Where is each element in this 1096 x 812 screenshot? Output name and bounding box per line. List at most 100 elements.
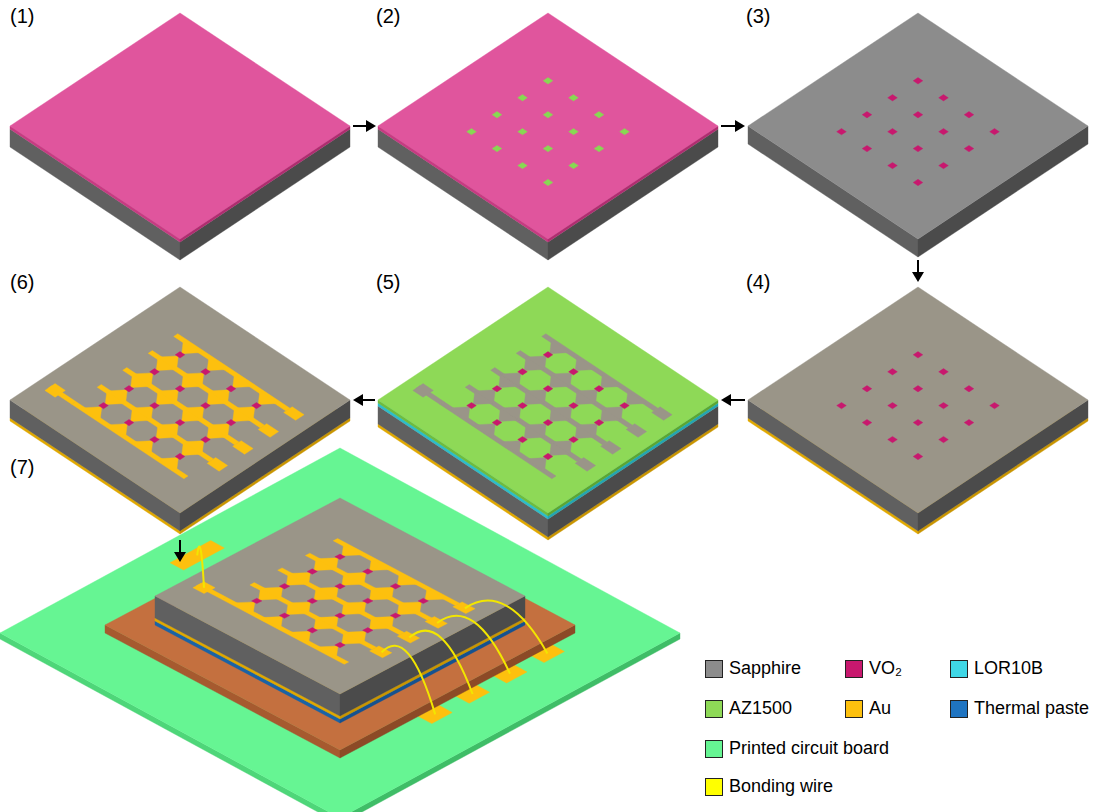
vo2-dot	[964, 419, 974, 425]
vo2-dot	[467, 403, 477, 409]
vo2-film-top	[10, 13, 350, 239]
resist-opening-triangle	[500, 407, 520, 421]
legend-label: Thermal paste	[974, 698, 1089, 720]
vo2-dot	[913, 419, 923, 425]
vo2-film-top	[378, 13, 718, 239]
vo2-dot	[418, 598, 428, 603]
step-arrow-line	[179, 540, 181, 553]
step-number: (5)	[376, 270, 400, 294]
resist-opening-triangle	[500, 373, 520, 387]
gold-electrode-triangle	[258, 391, 278, 405]
legend-label: Au	[869, 698, 891, 720]
step-arrow-head	[174, 552, 186, 562]
gold-electrode-triangle	[288, 573, 310, 585]
resist-dot	[569, 129, 579, 135]
step-arrow-head	[735, 120, 745, 132]
vo2-dot	[492, 419, 502, 425]
vo2-dot	[939, 403, 949, 409]
step-arrow-head	[721, 394, 731, 406]
resist-dot	[518, 95, 528, 101]
gold-electrode-triangle	[316, 617, 338, 629]
gold-electrode-triangle	[158, 458, 178, 472]
legend-entry: Sapphire	[705, 658, 801, 680]
vo2-dot	[913, 179, 923, 185]
resist-opening-triangle	[526, 356, 546, 370]
vo2-dot	[913, 112, 923, 118]
gold-electrode-triangle	[233, 602, 255, 614]
legend-swatch	[705, 660, 723, 678]
vo2-dot	[150, 403, 160, 409]
gold-electrode-triangle	[158, 424, 178, 438]
resist-dot	[543, 145, 553, 151]
vo2-dot	[939, 436, 949, 442]
gold-electrode-triangle	[107, 424, 127, 438]
bonding-wire	[465, 601, 548, 654]
legend-label: Sapphire	[729, 658, 801, 680]
gold-electrode-triangle	[261, 617, 283, 629]
legend-swatch	[845, 700, 863, 718]
resist-opening-triangle	[575, 357, 595, 371]
gold-electrode-bus	[222, 597, 349, 664]
vo2-dot	[939, 95, 949, 101]
resist-opening-triangle	[449, 407, 469, 421]
vo2-dot	[124, 386, 134, 392]
vo2-dot	[913, 145, 923, 151]
resist-opening-triangle	[550, 340, 570, 354]
vo2-dot	[862, 145, 872, 151]
vo2-dot	[201, 403, 211, 409]
resist-opening-triangle	[551, 407, 571, 421]
resist-opening-bus	[465, 385, 581, 462]
vo2-dot	[175, 386, 185, 392]
legend-entry: AZ1500	[705, 698, 792, 720]
vo2-dot	[964, 145, 974, 151]
step-arrow-head	[912, 272, 924, 282]
resist-opening-triangle	[526, 458, 546, 472]
vo2-dot	[888, 95, 898, 101]
step-number: (7)	[10, 455, 34, 479]
resist-opening-triangle	[577, 424, 597, 438]
sapphire-layer-top	[155, 498, 525, 694]
vo2-dot	[964, 112, 974, 118]
gold-electrode-triangle	[158, 356, 178, 370]
resist-opening-triangle	[626, 391, 646, 405]
gold-electrode-triangle	[132, 407, 152, 421]
legend-entry: Thermal paste	[950, 698, 1089, 720]
gold-electrode-bus	[148, 351, 264, 428]
resist-dot	[543, 112, 553, 118]
vo2-dot	[518, 369, 528, 375]
vo2-dot	[150, 436, 160, 442]
gold-electrode-triangle	[288, 631, 310, 643]
step-arrow-head	[353, 394, 363, 406]
circuit-board-top	[0, 448, 680, 812]
resist-dot	[518, 129, 528, 135]
gold-electrode-triangle	[344, 602, 366, 614]
vo2-dot	[307, 569, 317, 574]
gold-electrode-triangle	[233, 374, 253, 388]
legend-entry: Printed circuit board	[705, 738, 889, 760]
vo2-dot	[363, 569, 373, 574]
vo2-dot	[888, 436, 898, 442]
vo2-dot	[594, 386, 604, 392]
legend-swatch	[950, 660, 968, 678]
vo2-dot	[990, 403, 1000, 409]
gold-electrode-triangle	[207, 357, 227, 371]
resist-opening-triangle	[475, 424, 495, 438]
resist-dot	[492, 145, 502, 151]
resist-dot	[543, 78, 553, 84]
vo2-dot	[150, 369, 160, 375]
resist-opening-triangle	[551, 441, 571, 455]
bonding-wire	[382, 646, 436, 715]
gold-electrode-bus	[333, 539, 460, 606]
vo2-dot	[862, 112, 872, 118]
vo2-dot	[913, 386, 923, 392]
vo2-dot	[175, 419, 185, 425]
step-arrow-line	[362, 399, 375, 401]
legend-entry: LOR10B	[950, 658, 1043, 680]
legend-swatch	[845, 660, 863, 678]
gold-electrode-triangle	[371, 617, 393, 629]
vo2-dot	[252, 403, 262, 409]
vo2-dot	[837, 129, 847, 135]
vo2-dot	[569, 369, 579, 375]
vo2-dot	[279, 613, 289, 618]
